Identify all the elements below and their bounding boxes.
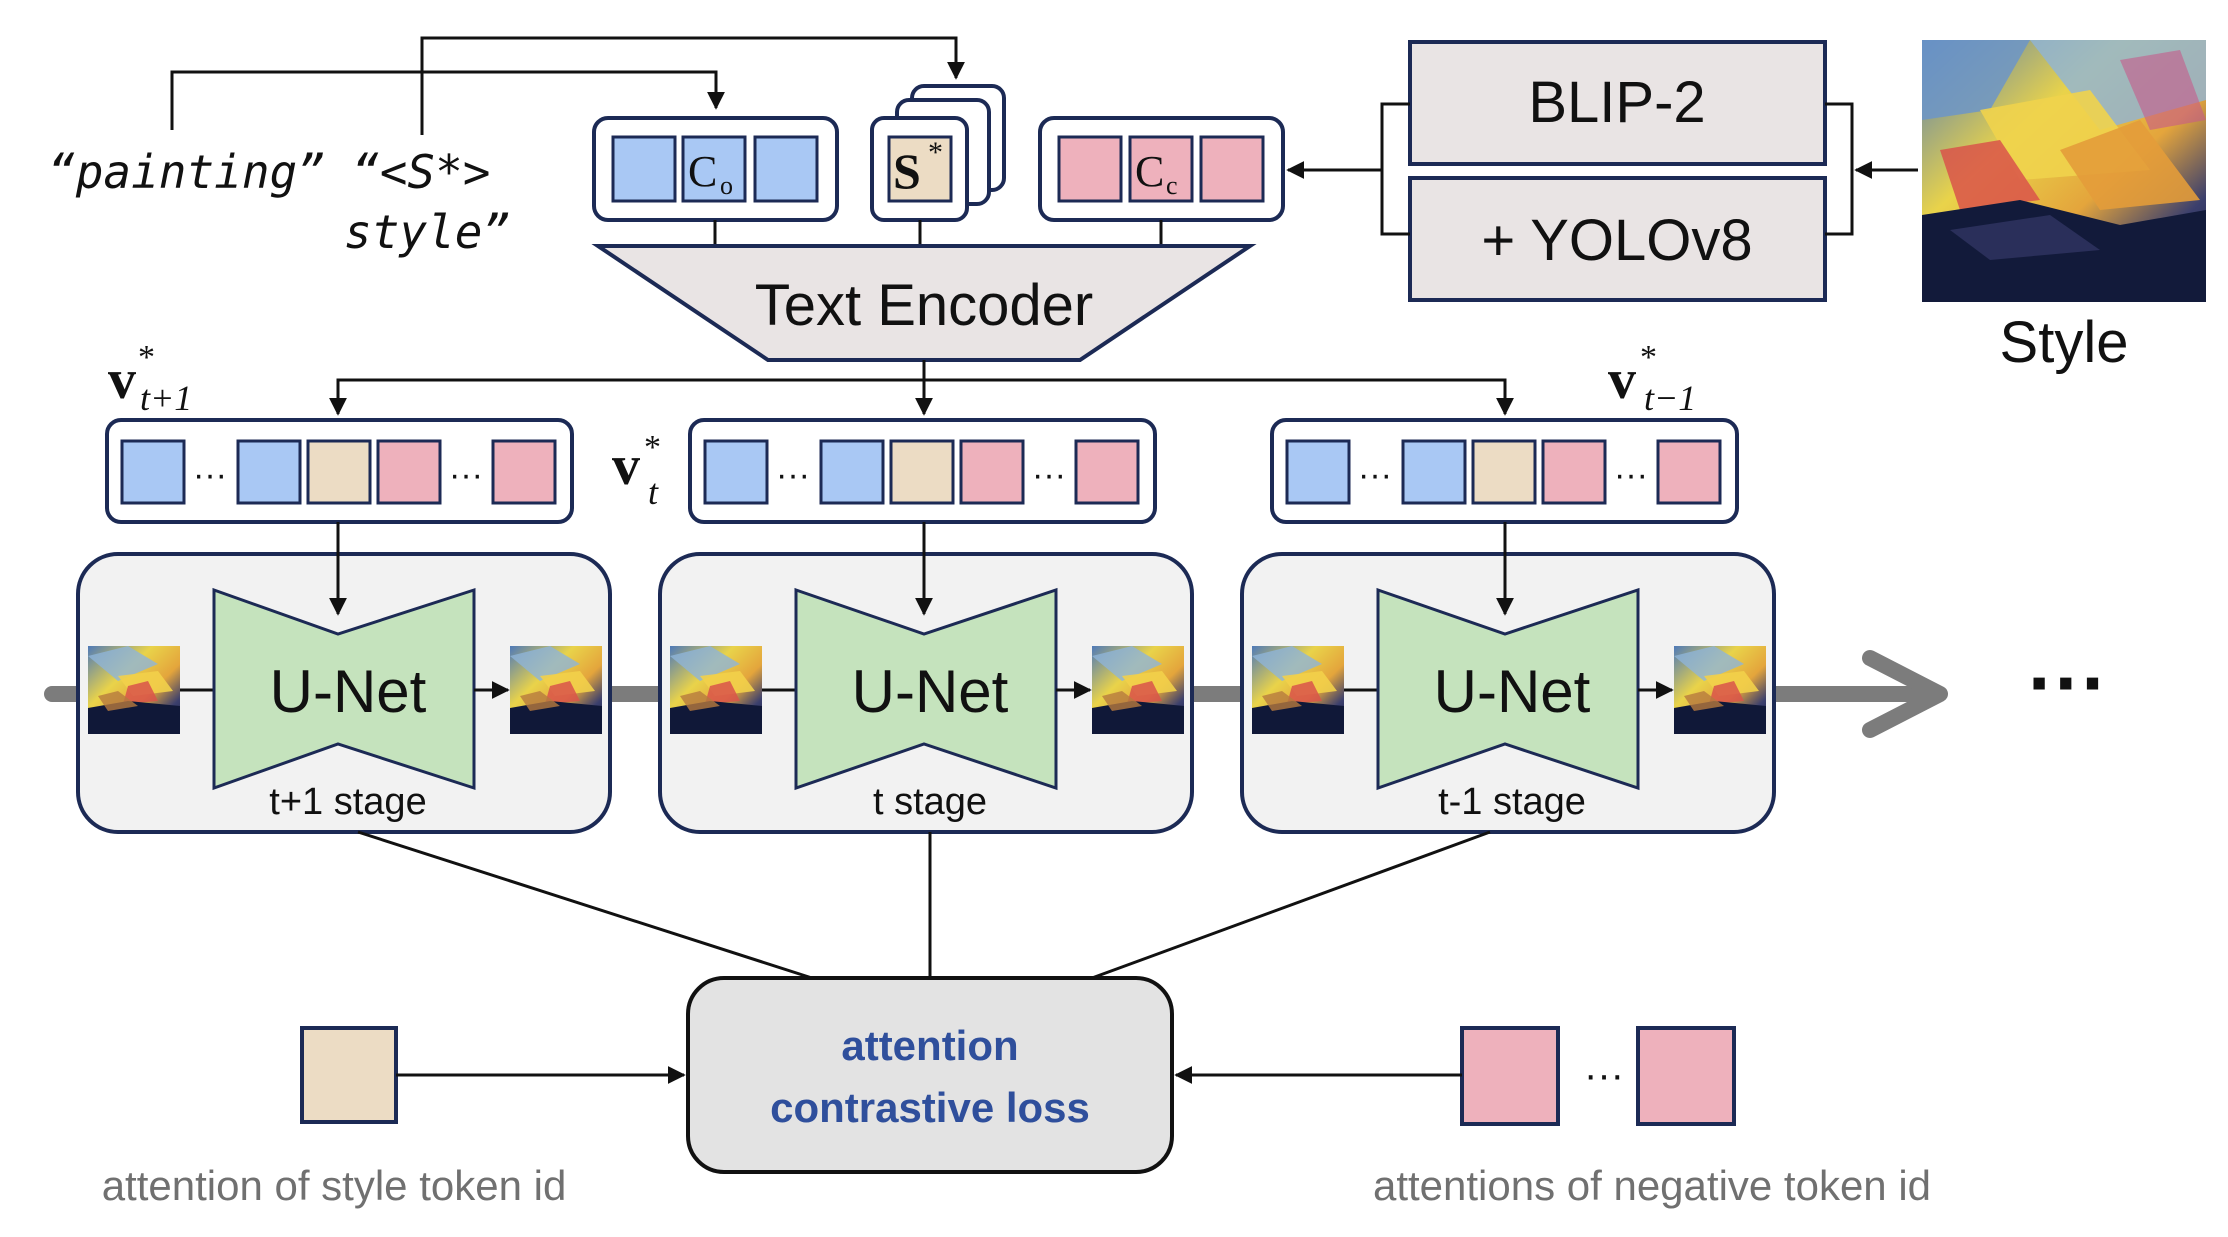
style-token-label: S [893,143,921,199]
svg-text:···: ··· [193,456,227,494]
prompt-wires [170,36,965,135]
text-encoder-label: Text Encoder [755,273,1094,338]
svg-text:···: ··· [1032,456,1066,494]
stage-label-prev: t-1 stage [1438,781,1586,823]
vector-label-prev: v * t−1 [1608,339,1696,418]
embedding-bar-current: ··· ··· [688,418,1157,524]
yolov8-label: + YOLOv8 [1481,208,1752,273]
stage-label-current: t stage [873,781,987,823]
contrastive-loss-box: attention contrastive loss [686,976,1174,1174]
caption-token-sub: c [1166,171,1178,200]
svg-text:···: ··· [1584,1053,1624,1097]
captioner-boxes: BLIP-2 + YOLOv8 [1286,40,1918,302]
encoder-output-wires [329,360,1514,416]
vector-label-current: v * t [612,429,661,512]
loss-wires [357,830,1491,980]
svg-text:*: * [1640,339,1657,376]
text-encoder: Text Encoder [591,244,1257,362]
svg-text:···: ··· [449,456,483,494]
svg-text:*: * [644,429,661,466]
svg-text:···: ··· [776,456,810,494]
style-token-stack: S * [870,84,1006,222]
embedding-bar-prev: ··· ··· [1270,418,1739,524]
style-token-star: * [928,136,943,169]
svg-text:v: v [612,435,640,497]
prompt-style-line1: “<S*> [352,145,490,199]
caption-token-label: C [1135,147,1164,196]
timeline-ellipsis: ··· [2028,638,2108,727]
object-token-group: C o [592,116,839,222]
prompt-style-line2: style” [344,205,510,259]
negative-attention-caption: attentions of negative token id [1373,1162,1931,1209]
unet-panel-current: U-Net t stage [658,522,1194,834]
unet-label: U-Net [270,658,427,725]
svg-text:*: * [138,339,155,376]
svg-text:t+1: t+1 [140,378,192,418]
svg-text:v: v [108,349,136,411]
unet-label: U-Net [852,658,1009,725]
loss-line1: attention [841,1022,1018,1069]
svg-text:···: ··· [1614,456,1648,494]
style-attention-caption: attention of style token id [102,1162,567,1209]
loss-line2: contrastive loss [770,1084,1090,1131]
prompt-painting: “painting” [48,145,325,199]
svg-text:t: t [648,472,659,512]
svg-text:t−1: t−1 [1644,378,1696,418]
object-token-label: C [688,147,717,196]
negative-attention-tokens: ··· [1174,1026,1736,1126]
stage-label-next: t+1 stage [269,781,426,823]
style-attention-token [300,1026,686,1124]
unet-label: U-Net [1434,658,1591,725]
unet-panel-prev: U-Net t-1 stage [1240,522,1776,834]
style-image [1922,40,2206,302]
object-token-sub: o [720,171,733,200]
unet-panel-next: U-Net t+1 stage [76,522,612,834]
style-image-label: Style [2000,310,2129,375]
vector-label-next: v * t+1 [108,339,192,418]
svg-text:···: ··· [1358,456,1392,494]
blip2-label: BLIP-2 [1528,70,1705,135]
embedding-bar-next: ··· ··· [105,418,574,524]
token-stems [713,220,1163,246]
svg-text:v: v [1608,349,1636,411]
caption-token-group: C c [1038,116,1285,222]
